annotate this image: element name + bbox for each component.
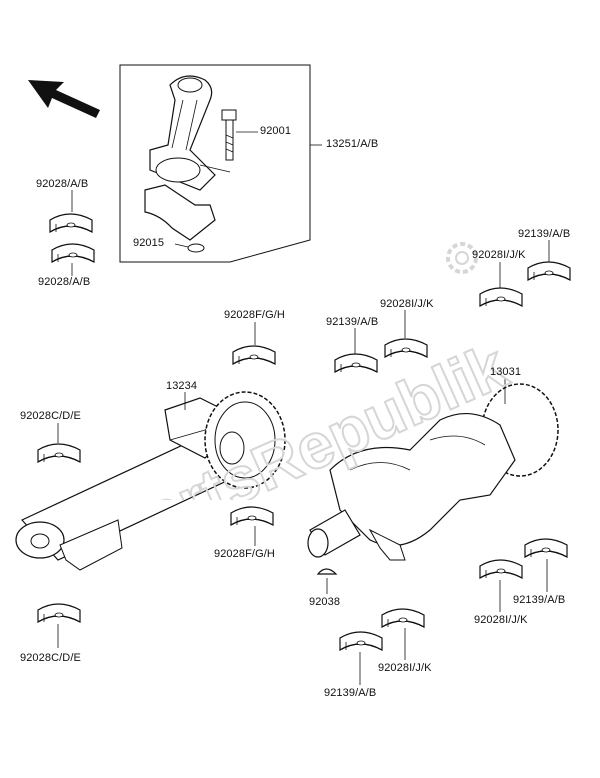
bearing-shell-92028ab-top — [49, 213, 93, 233]
crankshaft — [307, 383, 559, 561]
label-92028fgh-bottom: 92028F/G/H — [214, 548, 275, 560]
balancer-shaft — [15, 391, 286, 571]
bearing-shell-92139ab-mid — [334, 353, 378, 373]
label-92028ijk-mid: 92028I/J/K — [380, 298, 434, 310]
bearing-shell-92028fgh-top — [232, 345, 276, 365]
bearing-shell-92028fgh-bottom — [230, 506, 274, 526]
label-92028cde-bottom: 92028C/D/E — [20, 652, 81, 664]
label-92028ijk-bottom: 92028I/J/K — [378, 662, 432, 674]
label-92028ijk-tr: 92028I/J/K — [472, 249, 526, 261]
label-92028ijk-br: 92028I/J/K — [474, 614, 528, 626]
bearing-shell-92028ijk-bottom — [381, 608, 425, 628]
bearing-shell-92028ijk-tr — [479, 287, 523, 307]
woodruff-key — [316, 568, 338, 575]
bearing-shell-92028ijk-mid — [384, 338, 428, 358]
label-13234: 13234 — [166, 380, 198, 392]
leader-lines — [57, 190, 550, 685]
label-92001: 92001 — [260, 125, 292, 137]
label-92028ab-top: 92028/A/B — [36, 178, 89, 190]
label-92139ab-br: 92139/A/B — [513, 594, 566, 606]
label-13251: 13251/A/B — [326, 138, 379, 150]
front-arrow-icon — [28, 80, 100, 118]
bearing-shell-92028cde-top — [37, 443, 81, 463]
label-92028cde-top: 92028C/D/E — [20, 410, 81, 422]
gear-watermark-icon — [446, 242, 478, 274]
label-92139ab-tr: 92139/A/B — [518, 228, 571, 240]
label-92028fgh-top: 92028F/G/H — [224, 309, 285, 321]
bearing-shell-92028ijk-br — [479, 559, 523, 579]
label-92139ab-bottom: 92139/A/B — [324, 687, 377, 699]
bearing-shell-92028cde-bottom — [37, 603, 81, 623]
bearing-shell-92139ab-br — [524, 538, 568, 558]
bearing-shell-92028ab-bottom — [51, 243, 95, 263]
bearing-shell-92139ab-tr — [527, 261, 571, 281]
label-92028ab-bottom: 92028/A/B — [38, 276, 91, 288]
label-13031: 13031 — [490, 366, 522, 378]
label-92015: 92015 — [133, 237, 165, 249]
connecting-rod-box — [119, 64, 322, 263]
label-92139ab-mid: 92139/A/B — [326, 316, 379, 328]
label-92038: 92038 — [309, 596, 341, 608]
bearing-shell-92139ab-bottom — [339, 631, 383, 651]
